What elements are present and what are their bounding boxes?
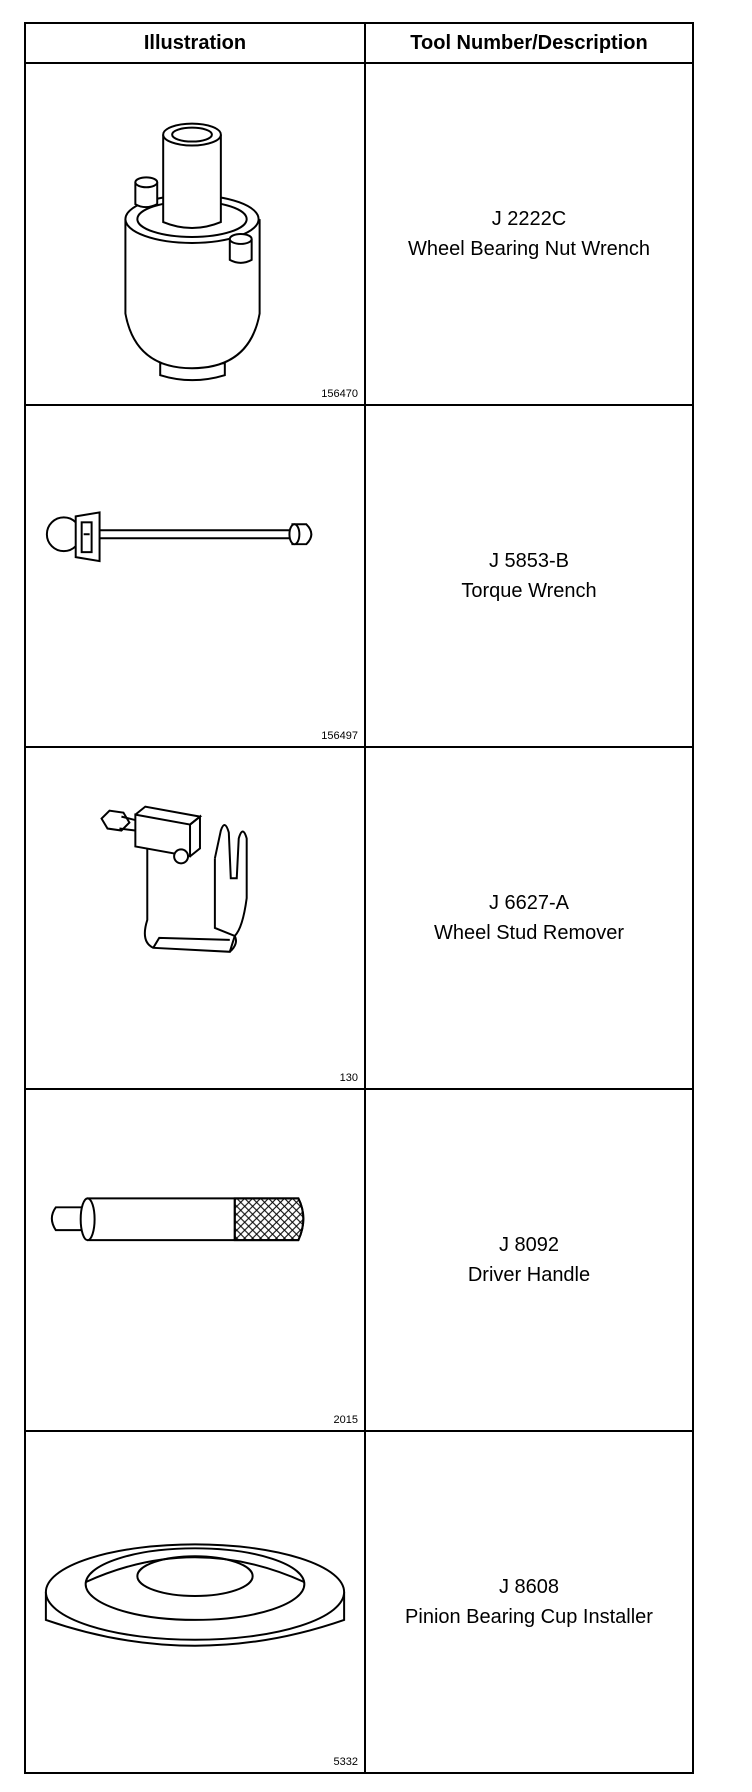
- driver-handle-icon: [50, 1197, 305, 1242]
- wheel-bearing-nut-wrench-icon: [124, 122, 261, 382]
- tool-number: J 8608: [498, 1576, 560, 1598]
- tool-description-cell: J 6627-A Wheel Stud Remover: [364, 746, 694, 1090]
- figure-number: 156497: [321, 730, 358, 742]
- illustration-cell: 156470: [24, 62, 366, 406]
- illustration-cell: 2015: [24, 1088, 366, 1432]
- tool-description-cell: J 5853-B Torque Wrench: [364, 404, 694, 748]
- illustration-column-header: Illustration: [24, 22, 366, 64]
- tool-description: Driver Handle: [467, 1264, 591, 1286]
- tool-number: J 5853-B: [488, 550, 570, 572]
- figure-number: 5332: [333, 1756, 358, 1768]
- pinion-bearing-cup-installer-icon: [44, 1543, 346, 1647]
- table-row: 156497 J 5853-B Torque Wrench: [24, 404, 694, 748]
- tool-number: J 2222C: [491, 208, 567, 230]
- tool-number: J 8092: [498, 1234, 560, 1256]
- tool-description: Pinion Bearing Cup Installer: [405, 1606, 653, 1628]
- table-row: 5332 J 8608 Pinion Bearing Cup Installer: [24, 1430, 694, 1774]
- tool-description-cell: J 8608 Pinion Bearing Cup Installer: [364, 1430, 694, 1774]
- figure-number: 156470: [321, 388, 358, 400]
- torque-wrench-icon: [45, 511, 313, 563]
- tool-number: J 6627-A: [488, 892, 570, 914]
- table-row: 130 J 6627-A Wheel Stud Remover: [24, 746, 694, 1090]
- tool-column-header: Tool Number/Description: [364, 22, 694, 64]
- figure-number: 130: [339, 1072, 358, 1084]
- wheel-stud-remover-icon: [100, 805, 248, 953]
- tool-description-cell: J 8092 Driver Handle: [364, 1088, 694, 1432]
- special-tools-table: Illustration Tool Number/Description: [24, 22, 694, 1774]
- tool-description: Torque Wrench: [461, 580, 597, 602]
- tool-description: Wheel Stud Remover: [433, 922, 625, 944]
- illustration-cell: 156497: [24, 404, 366, 748]
- figure-number: 2015: [333, 1414, 358, 1426]
- table-header-row: Illustration Tool Number/Description: [24, 22, 694, 64]
- tool-description-cell: J 2222C Wheel Bearing Nut Wrench: [364, 62, 694, 406]
- table-row: 2015 J 8092 Driver Handle: [24, 1088, 694, 1432]
- illustration-cell: 130: [24, 746, 366, 1090]
- table-row: 156470 J 2222C Wheel Bearing Nut Wrench: [24, 62, 694, 406]
- illustration-cell: 5332: [24, 1430, 366, 1774]
- tool-description: Wheel Bearing Nut Wrench: [408, 238, 650, 260]
